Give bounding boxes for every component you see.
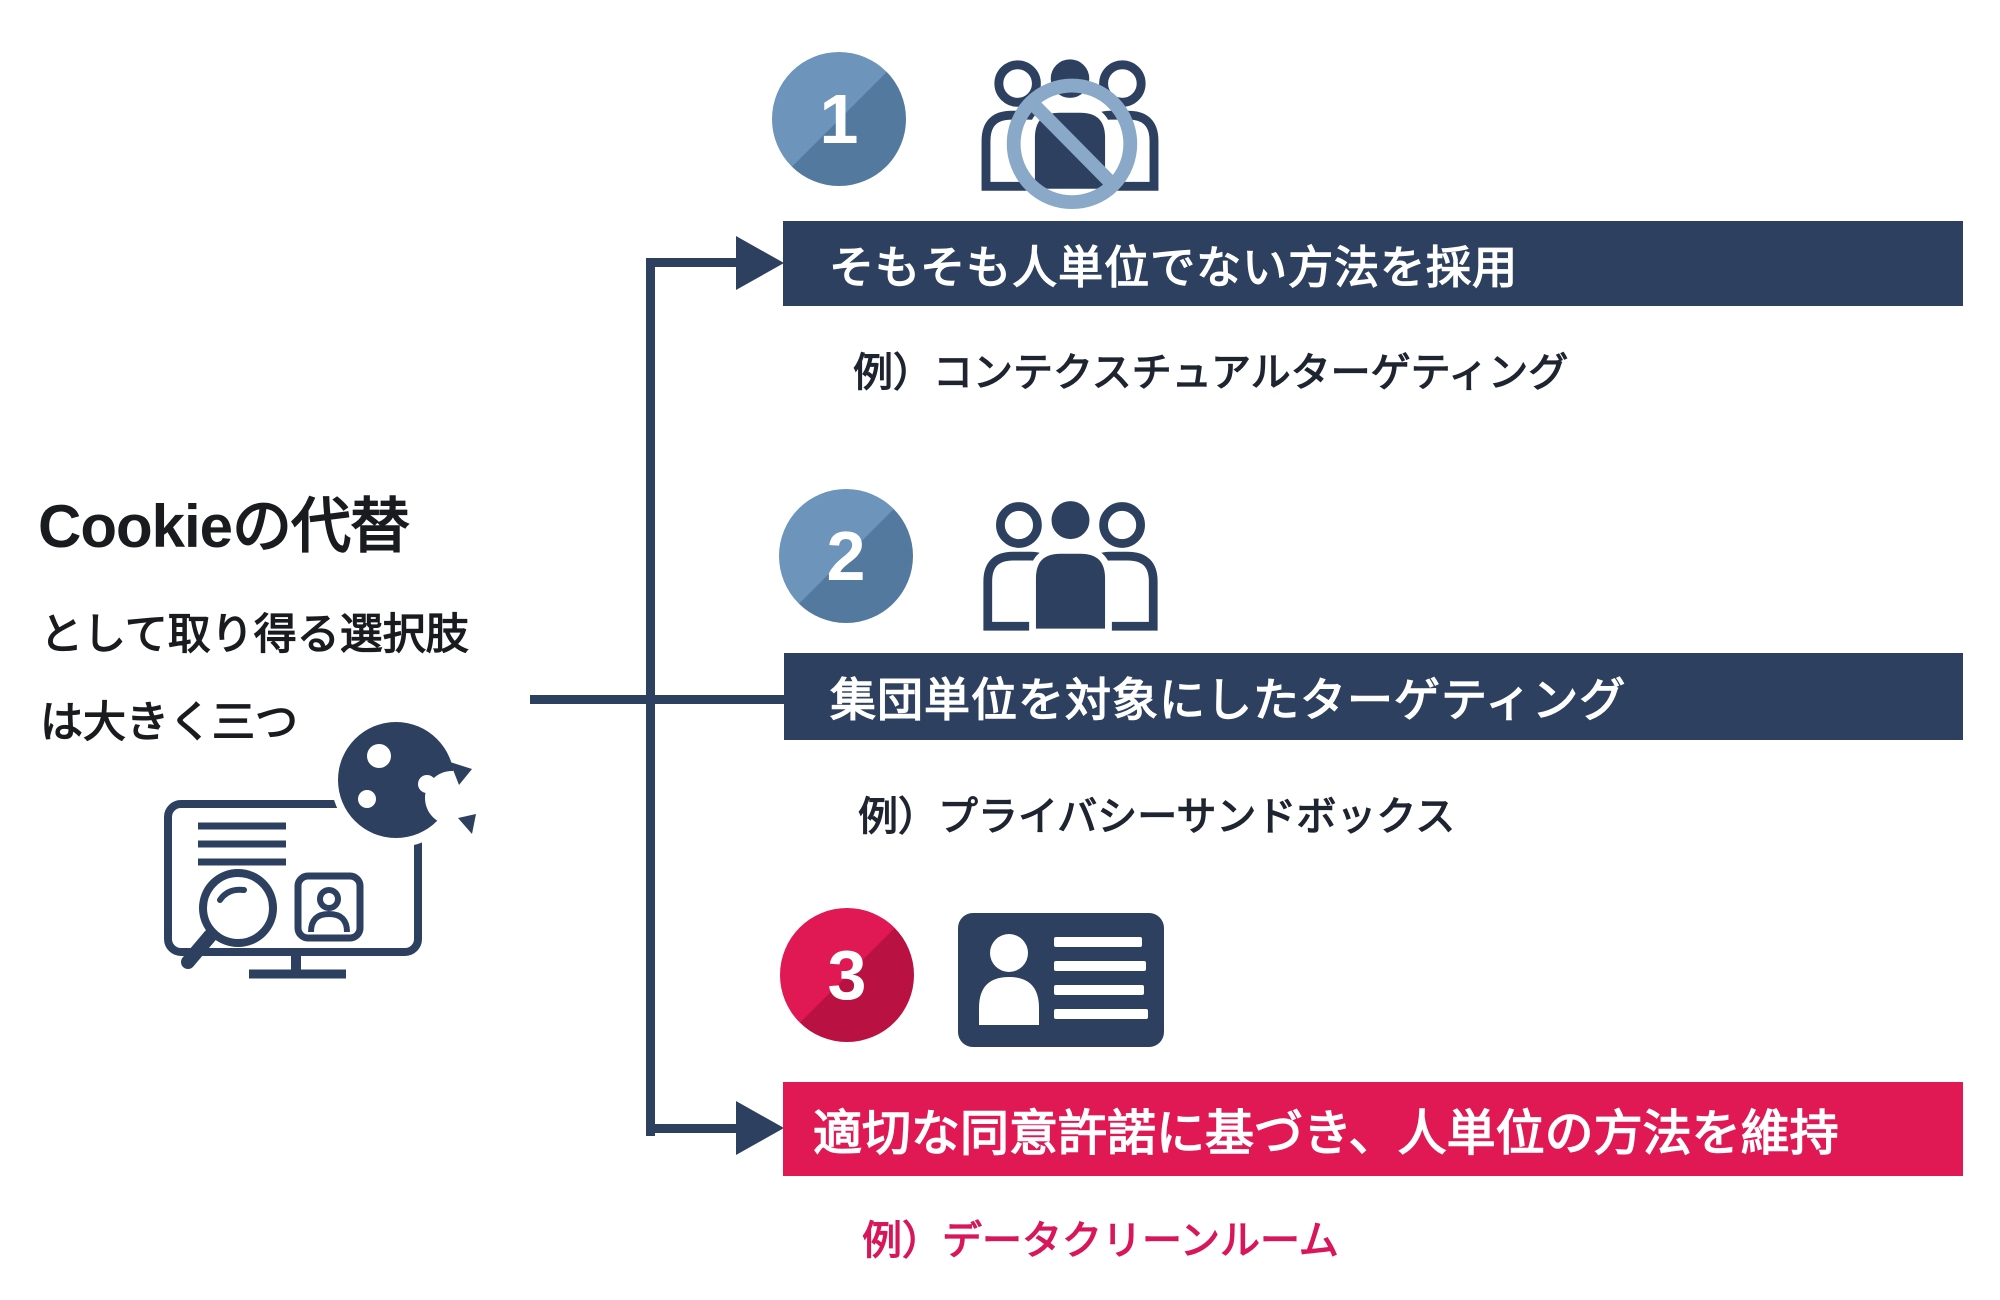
- option-2-bar: 集団単位を対象にしたターゲティング: [784, 653, 1963, 740]
- id-card-icon: [958, 913, 1164, 1047]
- option-3-number: 3: [827, 936, 867, 1014]
- option-1-number-badge: 1: [772, 52, 906, 186]
- option-2-label: 集団単位を対象にしたターゲティング: [830, 673, 1627, 726]
- arrowhead-bottom-icon: [736, 1101, 784, 1155]
- connector-branch-top: [646, 258, 741, 267]
- option-3-number-badge: 3: [780, 908, 914, 1042]
- diagram-title: Cookieの代替: [38, 493, 410, 560]
- diagram-subtitle-line1: として取り得る選択肢: [40, 611, 469, 659]
- option-3-label: 適切な同意許諾に基づき、人単位の方法を維持: [813, 1106, 1839, 1161]
- people-group-blocked-icon: [981, 52, 1159, 210]
- option-1-number: 1: [819, 80, 859, 158]
- option-1-example: 例）コンテクスチュアルターゲティング: [853, 351, 1569, 395]
- monitor-magnifier-cookie-icon: [164, 722, 479, 979]
- arrowhead-top-icon: [736, 236, 784, 290]
- option-2-example: 例）プライバシーサンドボックス: [858, 795, 1456, 839]
- option-3-example: 例）データクリーンルーム: [862, 1219, 1339, 1263]
- option-1-bar: そもそも人単位でない方法を採用: [783, 221, 1963, 306]
- connector-branch-bottom: [646, 1124, 741, 1133]
- connector-branch-middle: [530, 695, 786, 704]
- option-2-number-badge: 2: [779, 489, 913, 623]
- people-group-icon: [983, 494, 1158, 634]
- diagram-subtitle-line2: は大きく三つ: [40, 699, 298, 747]
- option-1-label: そもそも人単位でない方法を採用: [829, 242, 1519, 293]
- option-3-bar: 適切な同意許諾に基づき、人単位の方法を維持: [783, 1082, 1963, 1176]
- option-2-number: 2: [826, 517, 866, 595]
